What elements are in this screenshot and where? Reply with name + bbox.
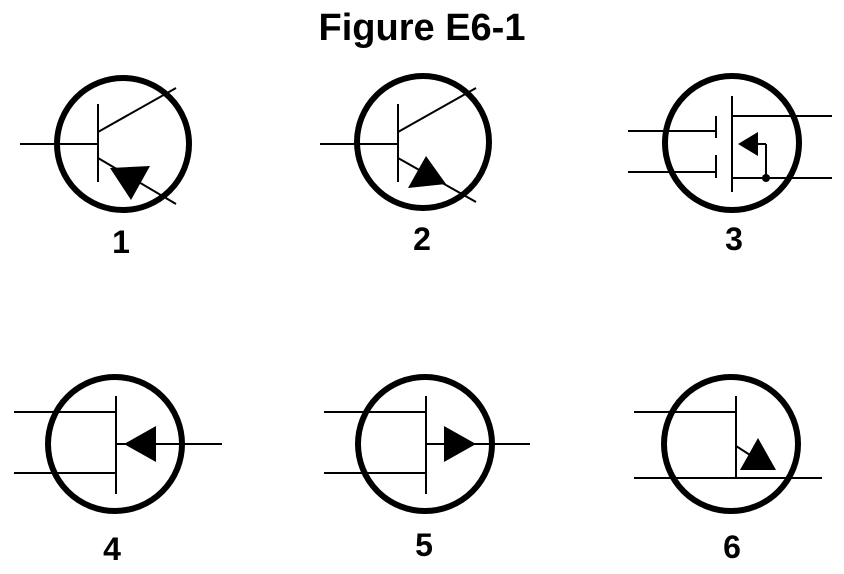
symbol-3-label: 3	[725, 221, 743, 257]
symbol-3-envelope	[662, 73, 802, 213]
symbol-1-collector-lead	[97, 87, 177, 133]
symbol-4-label: 4	[103, 531, 121, 567]
symbol-2-collector-lead	[397, 87, 477, 133]
symbol-1: 1	[20, 75, 192, 260]
symbol-2-label: 2	[413, 221, 431, 257]
symbol-3: 3	[628, 73, 832, 257]
symbol-6-label: 6	[723, 529, 741, 565]
symbol-5: 5	[324, 374, 530, 563]
symbol-2: 2	[320, 73, 492, 257]
symbol-5-arrow	[444, 426, 476, 462]
symbol-3-junction-dot	[762, 174, 770, 182]
symbol-1-label: 1	[112, 224, 130, 260]
symbol-2-envelope	[354, 73, 492, 211]
symbol-2-arrow	[408, 156, 446, 188]
symbol-6: 6	[634, 374, 822, 565]
symbol-4: 4	[14, 374, 222, 567]
symbol-6-envelope	[661, 374, 801, 514]
symbol-6-arrow	[740, 438, 776, 470]
symbol-1-arrow	[110, 166, 150, 200]
symbol-4-arrow	[124, 426, 156, 462]
symbol-3-arrow	[738, 132, 758, 156]
figure-title: Figure E6-1	[318, 7, 526, 49]
symbol-5-label: 5	[415, 527, 433, 563]
